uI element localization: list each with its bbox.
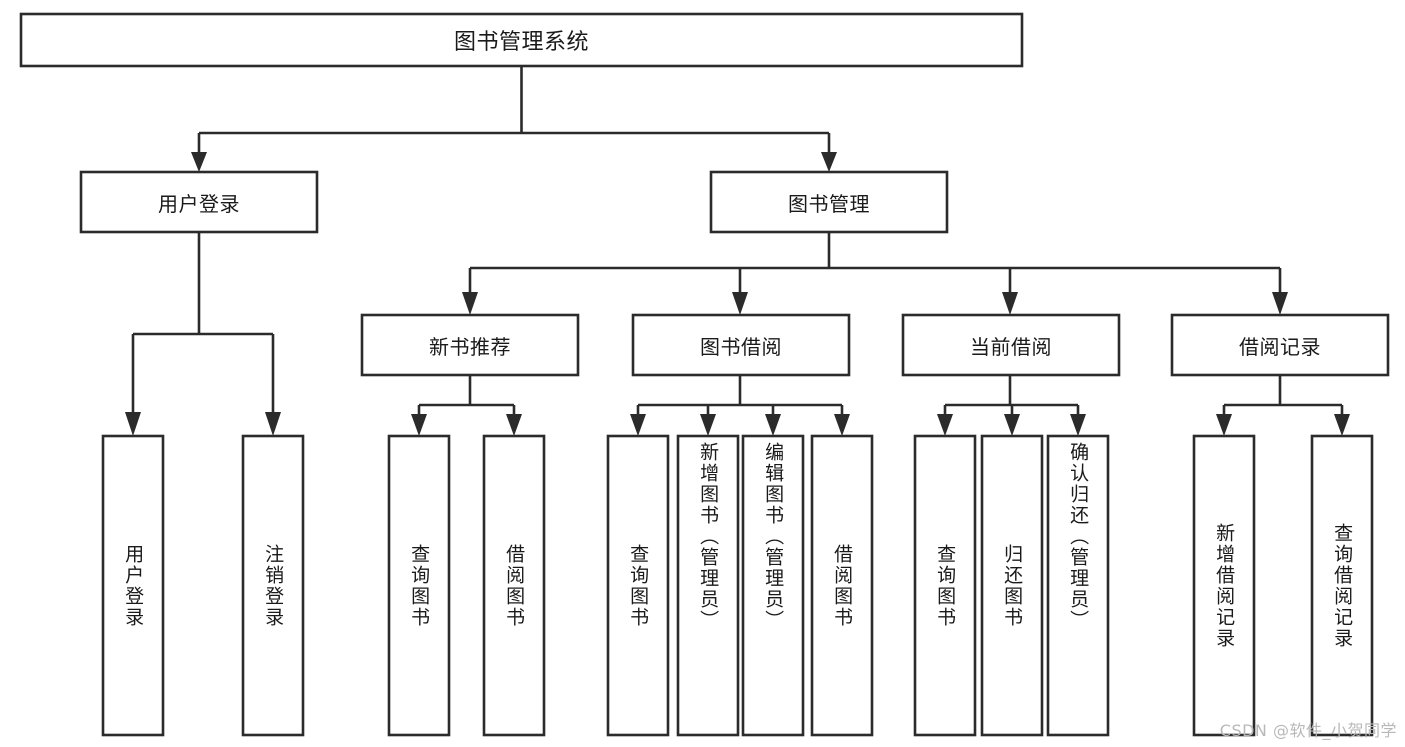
node-box-user-login[interactable] [79, 170, 319, 234]
node-box-book-manage[interactable] [709, 170, 949, 234]
node-box-leaf-logout[interactable] [241, 434, 305, 737]
watermark-text: CSDN @软件_小贺同学 [1219, 721, 1397, 740]
node-box-leaf-query-book-2[interactable] [606, 434, 670, 737]
node-box-leaf-add-record[interactable] [1192, 434, 1256, 737]
node-box-leaf-user-login[interactable] [101, 434, 165, 737]
node-box-current-borrow[interactable] [901, 313, 1121, 377]
connector-bookborrow-to-leaves [630, 375, 850, 436]
node-box-root[interactable] [19, 12, 1024, 68]
node-box-leaf-return-book[interactable] [980, 434, 1044, 737]
node-box-book-borrow[interactable] [631, 313, 851, 377]
node-box-leaf-query-book-3[interactable] [913, 434, 977, 737]
connector-userlogin-to-leaves [125, 232, 281, 436]
node-box-leaf-borrow-book-2[interactable] [810, 434, 874, 737]
connector-borrowrecord-to-leaves [1216, 375, 1350, 436]
node-box-borrow-record[interactable] [1170, 313, 1390, 377]
node-box-new-book-recommend[interactable] [360, 313, 580, 377]
connector-bookmanage-to-level2 [462, 232, 1288, 315]
node-box-leaf-edit-book[interactable] [741, 434, 805, 737]
node-box-leaf-query-record[interactable] [1310, 434, 1374, 737]
connector-newbook-to-leaves [411, 375, 522, 436]
node-box-leaf-query-book-1[interactable] [387, 434, 451, 737]
node-box-leaf-borrow-book-1[interactable] [482, 434, 546, 737]
connector-currentborrow-to-leaves [937, 375, 1086, 436]
node-box-leaf-confirm-return[interactable] [1046, 434, 1110, 737]
node-box-leaf-add-book[interactable] [676, 434, 740, 737]
connector-root-to-level1 [191, 66, 837, 172]
